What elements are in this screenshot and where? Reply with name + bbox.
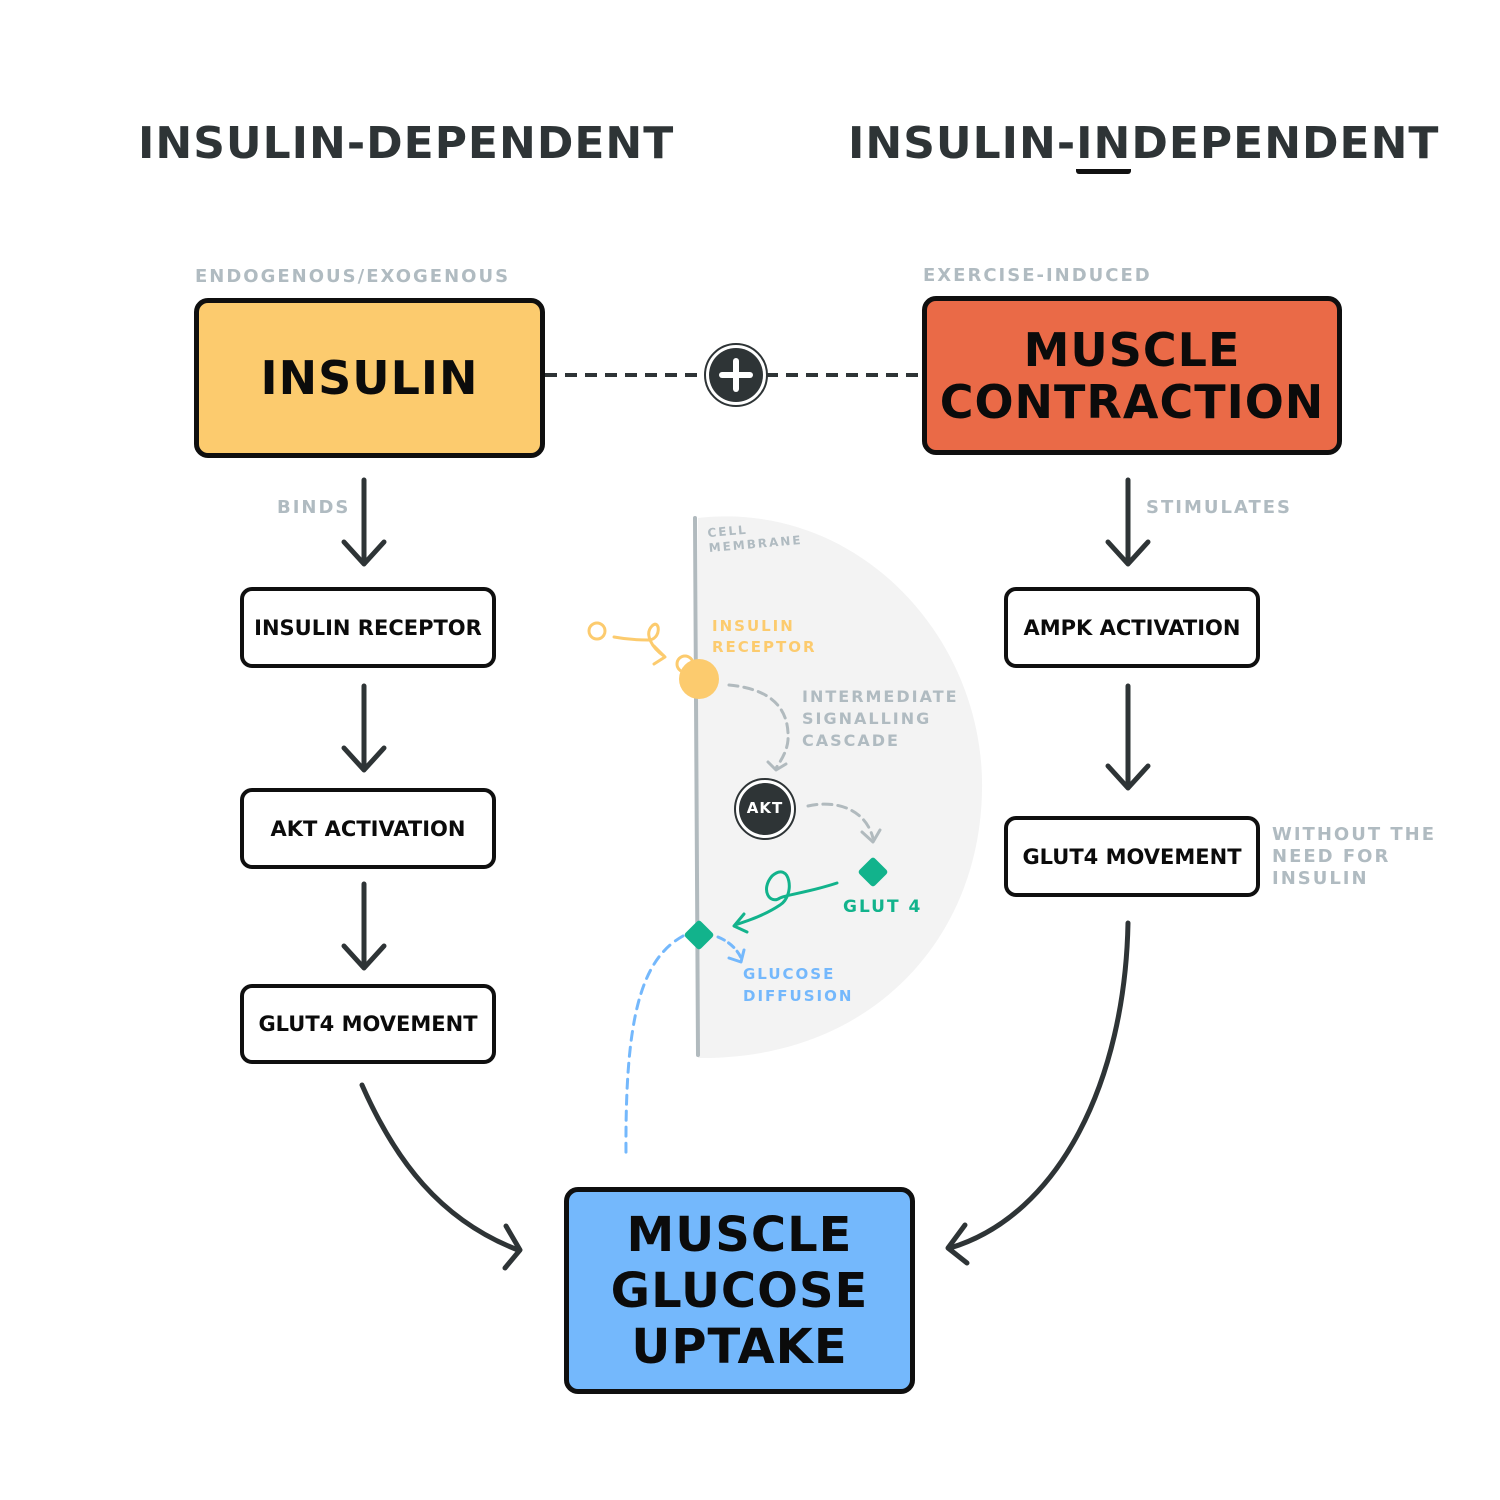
insulin-box: INSULIN [194,298,545,458]
heading-insulin-dependent: INSULIN-DEPENDENT [138,118,675,169]
diffusion-line: DIFFUSION [743,987,854,1005]
uptake-line: MUSCLE [626,1206,853,1263]
insulin-receptor-label: INSULIN RECEPTOR [712,616,817,658]
heading-suffix: DEPENDENT [1131,118,1440,169]
akt-to-glut4-arrow [806,802,882,844]
heading-insulin-independent: INSULIN-INDEPENDENT [848,118,1440,174]
insulin-receptor-icon [675,654,719,699]
arrow-right-to-uptake [945,920,1131,1266]
binds-label: BINDS [277,497,351,518]
arrow-left-to-uptake [359,1082,523,1271]
glucose-diffusion-arrow [716,935,746,964]
akt-label: AKT [746,799,784,817]
insulin-source-caption: ENDOGENOUS/EXOGENOUS [195,266,511,287]
cell-membrane-line [693,516,700,1057]
step-ampk-activation: AMPK ACTIVATION [1004,587,1260,668]
cascade-label: INTERMEDIATE SIGNALLING CASCADE [802,686,959,752]
glut4-label: GLUT 4 [843,897,923,917]
muscle-glucose-uptake-box: MUSCLE GLUCOSE UPTAKE [564,1187,915,1394]
arrow-binds [341,477,387,567]
glucose-to-uptake-link [624,934,685,1157]
cascade-arrow [727,683,790,772]
arrow-stimulates [1105,477,1151,567]
step-glut4-movement-left: GLUT4 MOVEMENT [240,984,496,1064]
without-insulin-note: WITHOUT THE NEED FOR INSULIN [1272,824,1436,890]
glut4-vesicle-icon [858,857,888,887]
cell-interior [698,516,983,1059]
note-line: WITHOUT THE [1272,824,1436,845]
cascade-line: CASCADE [802,731,900,750]
arrow-akt-to-glut4 [341,881,387,971]
heading-prefix: INSULIN- [848,118,1077,169]
note-line: INSULIN [1272,868,1369,889]
arrow-ampk-to-glut4 [1105,683,1151,791]
contraction-label-line2: CONTRACTION [939,374,1325,429]
akt-node-icon [734,778,796,840]
receptor-line: RECEPTOR [712,638,817,656]
heading-emphasis: IN [1076,118,1132,174]
step-akt-activation: AKT ACTIVATION [240,788,496,869]
cascade-line: SIGNALLING [802,709,932,728]
glut4-membrane-icon [684,920,714,950]
receptor-line: INSULIN [712,617,795,635]
contraction-source-caption: EXERCISE-INDUCED [923,265,1152,286]
glucose-diffusion-label: GLUCOSE DIFFUSION [743,963,853,1007]
cascade-line: INTERMEDIATE [802,687,959,706]
uptake-line: GLUCOSE [610,1262,869,1319]
arrow-receptor-to-akt [341,683,387,773]
stimulates-label: STIMULATES [1146,497,1293,518]
step-insulin-receptor: INSULIN RECEPTOR [240,587,496,668]
contraction-label-line1: MUSCLE [1023,322,1241,377]
insulin-molecule-icon [587,621,667,666]
diffusion-line: GLUCOSE [743,965,836,983]
step-glut4-movement-right: GLUT4 MOVEMENT [1004,816,1260,897]
muscle-contraction-box: MUSCLE CONTRACTION [922,296,1342,455]
plus-icon [704,343,768,407]
insulin-box-label: INSULIN [260,351,479,405]
uptake-line: UPTAKE [631,1318,848,1375]
glut4-translocation-arrow [732,870,839,934]
note-line: NEED FOR [1272,846,1391,867]
